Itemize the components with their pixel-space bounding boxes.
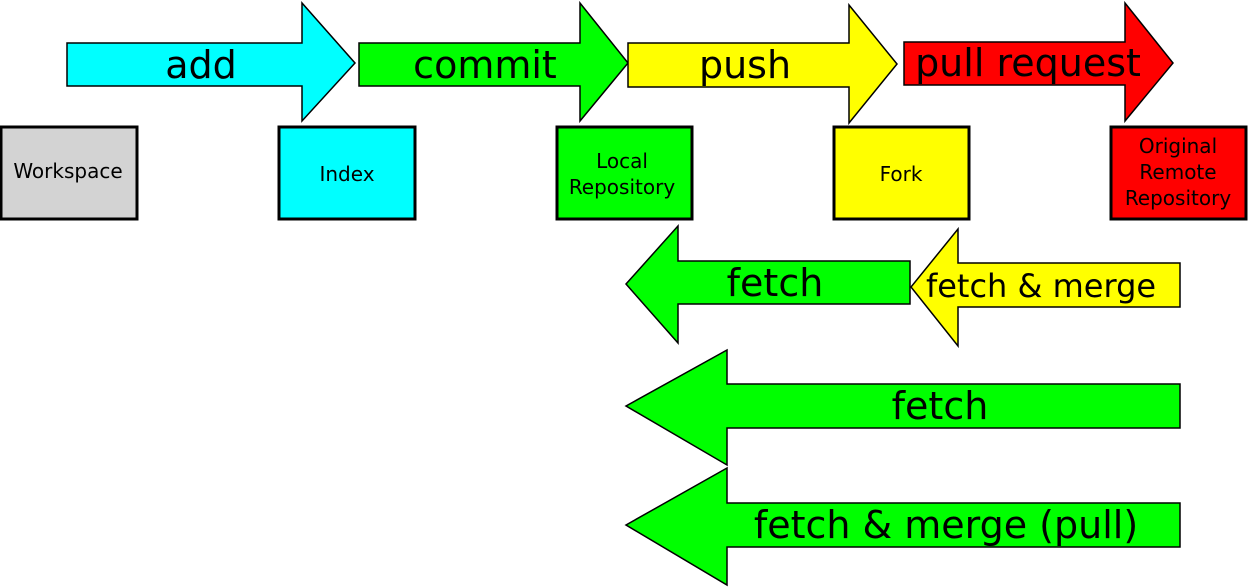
index-box-label: Index [319,162,374,186]
fetch-fork-to-local-arrow-label: fetch [727,261,824,305]
local-repository-box-rect [555,125,694,221]
fetch-merge-pull-arrow: fetch & merge (pull) [624,466,1181,587]
index-box: Index [277,125,417,221]
add-arrow-label: add [165,43,237,87]
pull-request-arrow-label: pull request [915,41,1141,85]
fetch-merge-original-to-fork-arrow-label: fetch & merge [926,267,1156,305]
add-arrow-shape [66,1,357,123]
original-remote-repository-box-label-line-1: Original [1139,134,1217,158]
workspace-box-label: Workspace [13,159,122,183]
push-arrow-label: push [699,43,791,87]
local-repository-box-label-line-2: Repository [569,175,676,199]
fetch-merge-original-to-fork-arrow-shape [910,226,1181,349]
original-remote-repository-box-label-line-3: Repository [1125,186,1232,210]
fetch-original-to-local-arrow-label: fetch [892,384,989,428]
fetch-fork-to-local-arrow: fetch [624,224,911,345]
fetch-original-to-local-arrow-shape [624,348,1181,467]
add-arrow: add [66,1,357,123]
fetch-original-to-local-arrow: fetch [624,348,1181,467]
fetch-merge-original-to-fork-arrow: fetch & merge [910,226,1181,349]
commit-arrow: commit [358,0,629,124]
push-arrow-shape [627,2,898,126]
workspace-box: Workspace [0,125,139,221]
commit-arrow-label: commit [413,43,557,87]
workspace-box-rect [0,125,139,221]
original-remote-repository-box-rect [1109,125,1248,221]
commit-arrow-shape [358,0,629,124]
fork-box-label: Fork [880,162,923,186]
original-remote-repository-box: Original Remote Repository [1109,125,1248,221]
fetch-merge-pull-arrow-shape [624,466,1181,587]
push-arrow: push [627,2,898,126]
index-box-rect [277,125,417,221]
original-remote-repository-box-label-line-2: Remote [1139,160,1216,184]
local-repository-box: Local Repository [555,125,694,221]
fork-box: Fork [832,125,971,221]
fetch-fork-to-local-arrow-shape [624,224,911,345]
pull-request-arrow: pull request [903,0,1174,124]
fetch-merge-pull-arrow-label: fetch & merge (pull) [754,503,1138,547]
pull-request-arrow-shape [903,0,1174,124]
fork-box-rect [832,125,971,221]
local-repository-box-label-line-1: Local [596,149,648,173]
